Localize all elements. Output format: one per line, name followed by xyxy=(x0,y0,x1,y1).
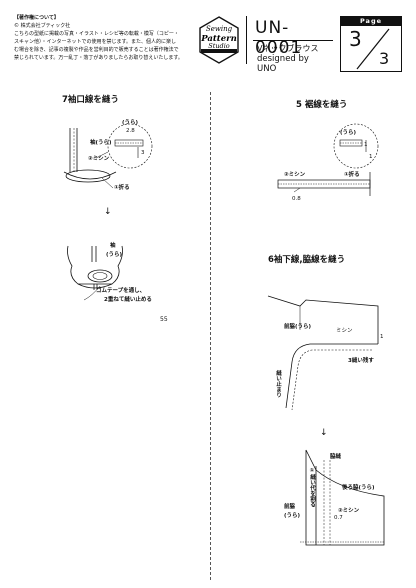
svg-text:Studio: Studio xyxy=(208,42,229,50)
pattern-info: UN-0001 Vネックブラウス designed by UNO xyxy=(246,16,333,74)
page-current: 3 xyxy=(349,27,362,51)
label-leave-unsewn: 3縫い残す xyxy=(348,358,374,364)
copyright-line: 禁じられています。万一乱丁・落丁がありましたらお取り替えいたします。 xyxy=(14,55,183,61)
copyright-heading: 【著作権について】 xyxy=(14,15,59,21)
down-arrow-icon: ↓ xyxy=(320,428,328,438)
label-sleeve-ura: (うら) xyxy=(106,252,123,258)
label-elastic-1: ゴムテープを通し、 xyxy=(96,288,146,294)
label-stop-point: 縫い止まり xyxy=(275,370,281,398)
page-slash-icon xyxy=(356,28,390,70)
label-fold: ①折る xyxy=(344,172,360,178)
label-machine-stitch: ②ミシン xyxy=(338,508,360,514)
page-number: 55 xyxy=(160,316,168,323)
label-elastic-2: 2重ねて縫い止める xyxy=(104,297,152,303)
label-sleeve-ura: 袖(うら) xyxy=(90,140,112,146)
label-machine-stitch: ②ミシン xyxy=(88,156,110,162)
copyright-notice: 【著作権について】 © 株式会社ブティック社 こちらの型紙に掲載の写真・イラスト… xyxy=(14,14,192,62)
step7-title: 7袖口線を縫う xyxy=(62,95,119,105)
svg-text:Sewing: Sewing xyxy=(206,25,233,33)
label-fold: ①折る xyxy=(114,185,130,191)
step6-title: 6袖下線,脇線を縫う xyxy=(268,255,346,265)
label-front-side: 前脇 xyxy=(284,504,296,510)
down-arrow-icon: ↓ xyxy=(104,207,112,217)
label-0-8: 0.8 xyxy=(292,196,301,202)
label-1: 1 xyxy=(364,142,368,148)
svg-text:Pattern: Pattern xyxy=(200,34,237,44)
copyright-line: む場合を除き、記事の複製や作品を営利目的で販売することは著作権法で xyxy=(14,47,179,53)
label-sleeve: 袖 xyxy=(110,243,116,249)
label-0-7: 0.7 xyxy=(334,515,343,521)
page-label: Page xyxy=(341,17,401,26)
label-side-seam: 脇縫 xyxy=(330,454,342,460)
copyright-line: © 株式会社ブティック社 xyxy=(14,23,71,29)
label-2-8: 2.8 xyxy=(126,128,135,134)
designer-credit: designed by UNO xyxy=(257,54,309,74)
pattern-title: Vネックブラウス xyxy=(257,44,319,53)
label-machine-stitch: ②ミシン xyxy=(284,172,306,178)
page-indicator: Page 3 3 xyxy=(340,16,402,72)
step5-title: 5 裾線を縫う xyxy=(296,100,348,110)
sewing-pattern-studio-logo: Sewing Pattern Studio xyxy=(199,16,239,64)
label-3: 3 xyxy=(141,150,145,156)
column-divider xyxy=(210,92,211,580)
label-ura: (うら) xyxy=(122,120,139,126)
label-front-ura: (うら) xyxy=(284,513,301,519)
page-total: 3 xyxy=(379,49,390,68)
pattern-code: UN-0001 xyxy=(255,18,303,58)
label-machine-stitch: ミシン xyxy=(336,328,353,334)
copyright-line: スキャン他）・インターネットでの使用を禁じます。また、個人的に楽し xyxy=(14,39,177,45)
label-press-open: ①縫い代を割る xyxy=(309,468,315,507)
divider-line xyxy=(253,40,333,41)
label-back-side: 後ろ脇(うら) xyxy=(342,485,375,491)
copyright-line: こちらの型紙に掲載の写真・イラスト・レシピ等の転載・模写（コピー・ xyxy=(14,31,179,37)
label-1: 1 xyxy=(380,334,384,340)
label-ura: (うら) xyxy=(340,130,357,136)
label-1: 1 xyxy=(369,154,373,160)
label-front-side: 前脇(うら) xyxy=(284,324,312,330)
